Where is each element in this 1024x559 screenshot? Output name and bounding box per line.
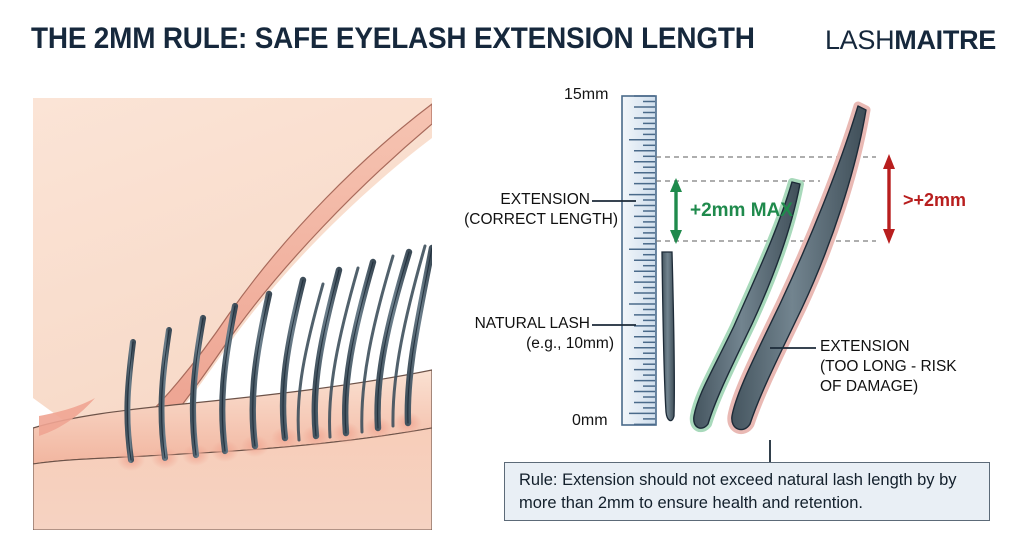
eyelid-cross-section-illustration: [33, 98, 432, 530]
rule-callout-box: Rule: Extension should not exceed natura…: [504, 462, 990, 521]
page-title: THE 2MM RULE: SAFE EYELASH EXTENSION LEN…: [31, 22, 755, 55]
too-long-extension-shape: [727, 101, 871, 434]
label-natural-lash-line1: NATURAL LASH: [474, 315, 590, 332]
lid-corner-wedge: [39, 398, 95, 436]
correct-extension-shape: [689, 178, 804, 433]
label-natural-lash: NATURAL LASH (e.g., 10mm): [422, 314, 614, 354]
lash-length-diagram: 15mm 0mm EXTENSION (CORRECT LENGTH) NATU…: [440, 80, 1024, 550]
label-extension-correct: EXTENSION (CORRECT LENGTH): [430, 190, 618, 230]
red-measure-arrow: [883, 154, 895, 244]
annotation-green-2mm-max: +2mm MAX: [690, 200, 793, 221]
label-extension-too-long: EXTENSION (TOO LONG - RISK OF DAMAGE): [820, 337, 957, 396]
ruler-top-label: 15mm: [564, 86, 609, 103]
brand-logo: LASHMAITRE: [825, 25, 996, 56]
ruler-bottom-label: 0mm: [572, 412, 608, 429]
label-extension-correct-line2: (CORRECT LENGTH): [464, 210, 618, 228]
label-extension-correct-line1: EXTENSION: [500, 191, 590, 208]
label-extension-too-long-line2: (TOO LONG - RISK: [820, 357, 957, 375]
brand-logo-bold: MAITRE: [894, 25, 996, 55]
label-extension-too-long-line1: EXTENSION: [820, 338, 910, 355]
ruler-ticks: [629, 95, 655, 426]
label-extension-too-long-line3: OF DAMAGE): [820, 377, 919, 395]
green-measure-arrow: [670, 178, 682, 244]
rule-callout-text: Rule: Extension should not exceed natura…: [519, 470, 957, 512]
annotation-red-over-2mm: >+2mm: [903, 190, 967, 210]
eyelash-hair-outlines: [126, 247, 432, 461]
upper-eyelid-skin: [33, 98, 432, 468]
label-natural-lash-line2: (e.g., 10mm): [526, 334, 614, 352]
brand-logo-light: LASH: [824, 25, 895, 55]
natural-lash-shape: [661, 251, 676, 422]
eyelash-hairs-secondary: [296, 244, 427, 442]
